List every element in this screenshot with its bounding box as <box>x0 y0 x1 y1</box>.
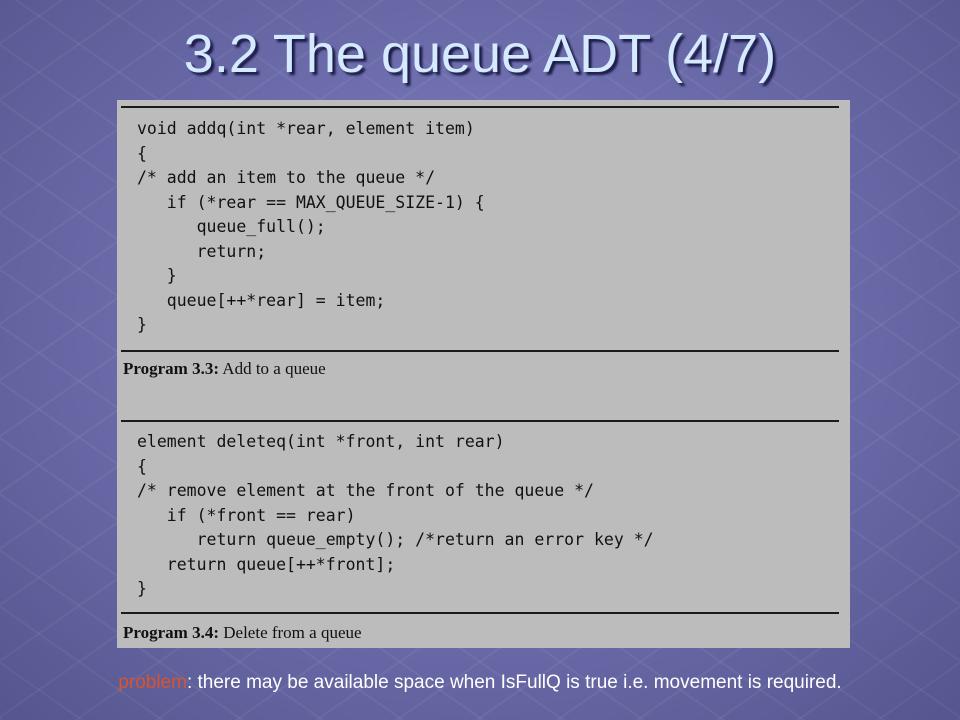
program-3-4-caption: Program 3.4: Delete from a queue <box>123 623 362 643</box>
caption-text: Delete from a queue <box>219 623 362 642</box>
caption-label: Program 3.4: <box>123 623 219 642</box>
addq-code-block: void addq(int *rear, element item) { /* … <box>137 119 485 334</box>
addq-bottom-rule <box>121 350 839 352</box>
code-figure: void addq(int *rear, element item) { /* … <box>117 100 850 648</box>
top-rule <box>121 106 839 108</box>
slide-title: 3.2 The queue ADT (4/7) <box>183 24 777 84</box>
deleteq-top-rule <box>121 420 839 422</box>
deleteq-bottom-rule <box>121 612 839 614</box>
caption-text: Add to a queue <box>219 359 326 378</box>
caption-label: Program 3.3: <box>123 359 219 378</box>
footer-note: problem: there may be available space wh… <box>0 672 960 694</box>
problem-highlight: problem <box>118 672 187 693</box>
footer-text: : there may be available space when IsFu… <box>186 672 842 693</box>
program-3-3-caption: Program 3.3: Add to a queue <box>123 359 326 379</box>
deleteq-code-block: element deleteq(int *front, int rear) { … <box>137 432 654 598</box>
